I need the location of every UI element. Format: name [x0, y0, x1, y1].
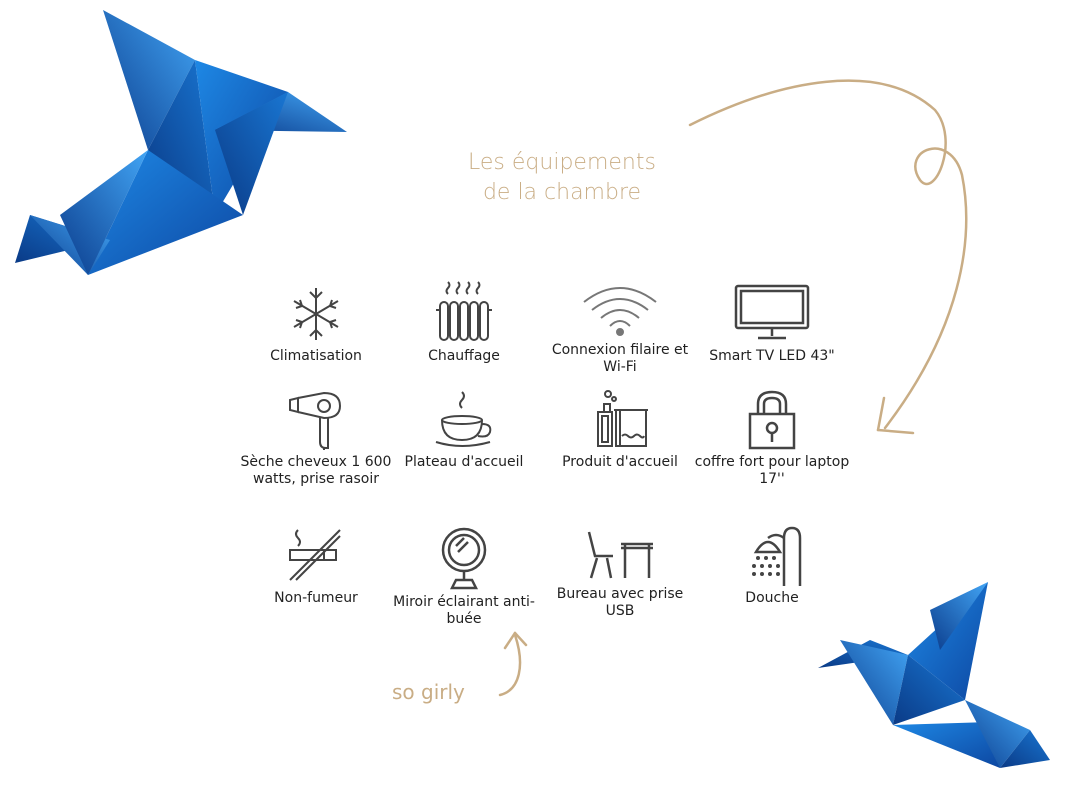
- origami-bird-bottom-right: [818, 582, 1050, 768]
- annotation-so-girly: so girly: [392, 680, 465, 704]
- amenity-label: Chauffage: [428, 348, 500, 364]
- amenity-wifi: Connexion filaire et Wi-Fi: [542, 280, 698, 376]
- amenity-shower: Douche: [694, 526, 850, 607]
- amenity-label: Smart TV LED 43": [709, 348, 835, 364]
- amenity-label: coffre fort pour laptop 17'': [694, 454, 850, 487]
- coffee-cup-icon: [435, 391, 492, 447]
- mirror-icon: [441, 527, 487, 590]
- hair-dryer-icon: [289, 391, 342, 450]
- amenity-tv: Smart TV LED 43": [694, 280, 850, 365]
- amenity-label: Climatisation: [270, 348, 362, 364]
- amenity-label: Miroir éclairant anti-buée: [393, 594, 535, 627]
- no-smoking-icon: [289, 529, 341, 581]
- amenity-safe: coffre fort pour laptop 17'': [694, 390, 850, 488]
- amenity-label: Plateau d'accueil: [404, 454, 524, 470]
- amenity-label: Connexion filaire et Wi-Fi: [551, 342, 689, 375]
- safe-lock-icon: [748, 390, 796, 450]
- amenity-label: Douche: [745, 590, 799, 606]
- amenity-toiletries: Produit d'accueil: [542, 390, 698, 471]
- amenity-label: Produit d'accueil: [562, 454, 678, 470]
- shower-icon: [752, 526, 802, 586]
- amenity-climatisation: Climatisation: [238, 280, 394, 365]
- toiletries-icon: [597, 390, 648, 447]
- amenities-grid: Climatisation Chauffage Connexion filair…: [238, 280, 858, 640]
- snowflake-icon: [293, 288, 339, 340]
- title-line-2: de la chambre: [482, 180, 642, 205]
- amenity-label: Sèche cheveux 1 600 watts, prise rasoir: [240, 454, 392, 487]
- desk-chair-icon: [587, 531, 653, 579]
- radiator-icon: [436, 281, 492, 341]
- amenity-non-smoking: Non-fumeur: [238, 526, 394, 607]
- amenity-mirror: Miroir éclairant anti-buée: [386, 526, 542, 628]
- amenity-chauffage: Chauffage: [386, 280, 542, 365]
- curved-arrow-right: [688, 79, 968, 435]
- section-title: Les équipements de la chambre: [412, 148, 712, 208]
- wifi-icon: [583, 287, 657, 336]
- title-line-1: Les équipements: [468, 150, 656, 175]
- small-arrow-girly: [498, 631, 528, 697]
- amenity-desk: Bureau avec prise USB: [542, 526, 698, 620]
- tv-icon: [734, 284, 810, 340]
- amenity-label: Bureau avec prise USB: [556, 586, 684, 619]
- origami-bird-top-left: [15, 10, 347, 275]
- amenity-welcome-tray: Plateau d'accueil: [386, 390, 542, 471]
- amenity-label: Non-fumeur: [274, 590, 358, 606]
- amenity-hair-dryer: Sèche cheveux 1 600 watts, prise rasoir: [238, 390, 394, 488]
